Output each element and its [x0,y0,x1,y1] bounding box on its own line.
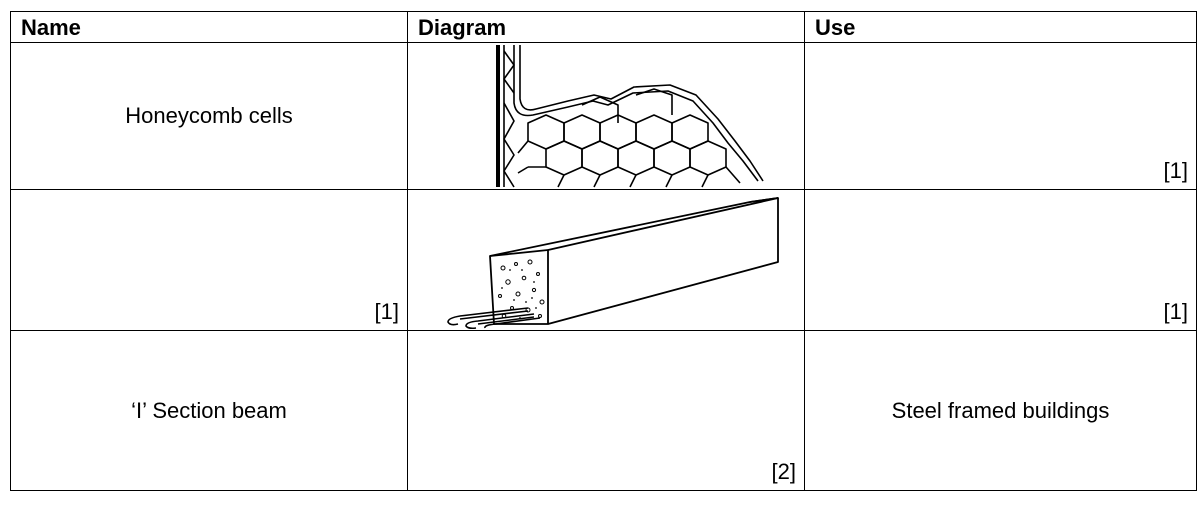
cell-use: [1] [804,189,1197,331]
marks-label: [1] [1163,299,1188,324]
header-diagram: Diagram [407,11,805,43]
name-text: Honeycomb cells [125,103,293,128]
cell-name: [1] [10,189,408,331]
marks-label: [2] [771,459,796,484]
use-text: Steel framed buildings [891,397,1110,423]
marks-label: [1] [374,299,399,324]
cell-diagram: [2] [407,330,805,491]
cell-diagram [407,42,805,190]
cell-diagram [407,189,805,331]
honeycomb-cells-diagram [408,43,804,189]
reinforced-concrete-beam-diagram [408,190,804,330]
header-row: Name Diagram Use [10,11,1197,43]
table-row: Honeycomb cells [10,42,1197,190]
cell-name: Honeycomb cells [10,42,408,190]
name-text: ‘I’ Section beam [131,397,287,423]
cell-name: ‘I’ Section beam [10,330,408,491]
table-row: ‘I’ Section beam [2] Steel framed buildi… [10,330,1197,491]
cell-use: [1] [804,42,1197,190]
header-name: Name [10,11,408,43]
header-use: Use [804,11,1197,43]
materials-table: Name Diagram Use Honeycomb cells [10,11,1197,491]
marks-label: [1] [1163,158,1188,183]
cell-use: Steel framed buildings [804,330,1197,491]
table-row: [1] [10,189,1197,331]
